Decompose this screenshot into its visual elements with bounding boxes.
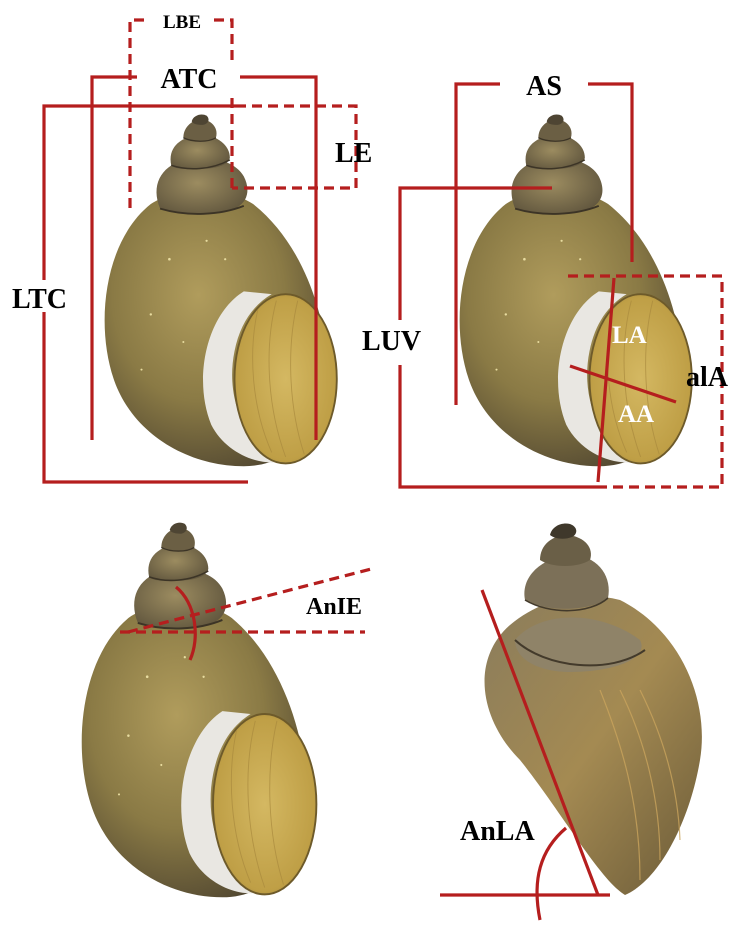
shell-top-left xyxy=(105,114,337,466)
label-la: LA xyxy=(612,322,647,349)
label-lbe: LBE xyxy=(163,12,201,33)
shell-bottom-left xyxy=(82,523,317,898)
label-aa: AA xyxy=(618,401,654,428)
label-anie: AnIE xyxy=(306,594,362,620)
label-ala: alA xyxy=(686,362,729,393)
label-le: LE xyxy=(335,138,372,169)
label-atc: ATC xyxy=(160,64,217,95)
label-ltc: LTC xyxy=(12,284,67,315)
label-luv: LUV xyxy=(362,326,421,357)
shell-top-right xyxy=(460,114,692,466)
anla-arc xyxy=(537,828,566,920)
label-as: AS xyxy=(526,71,562,102)
label-anla: AnLA xyxy=(460,816,535,847)
